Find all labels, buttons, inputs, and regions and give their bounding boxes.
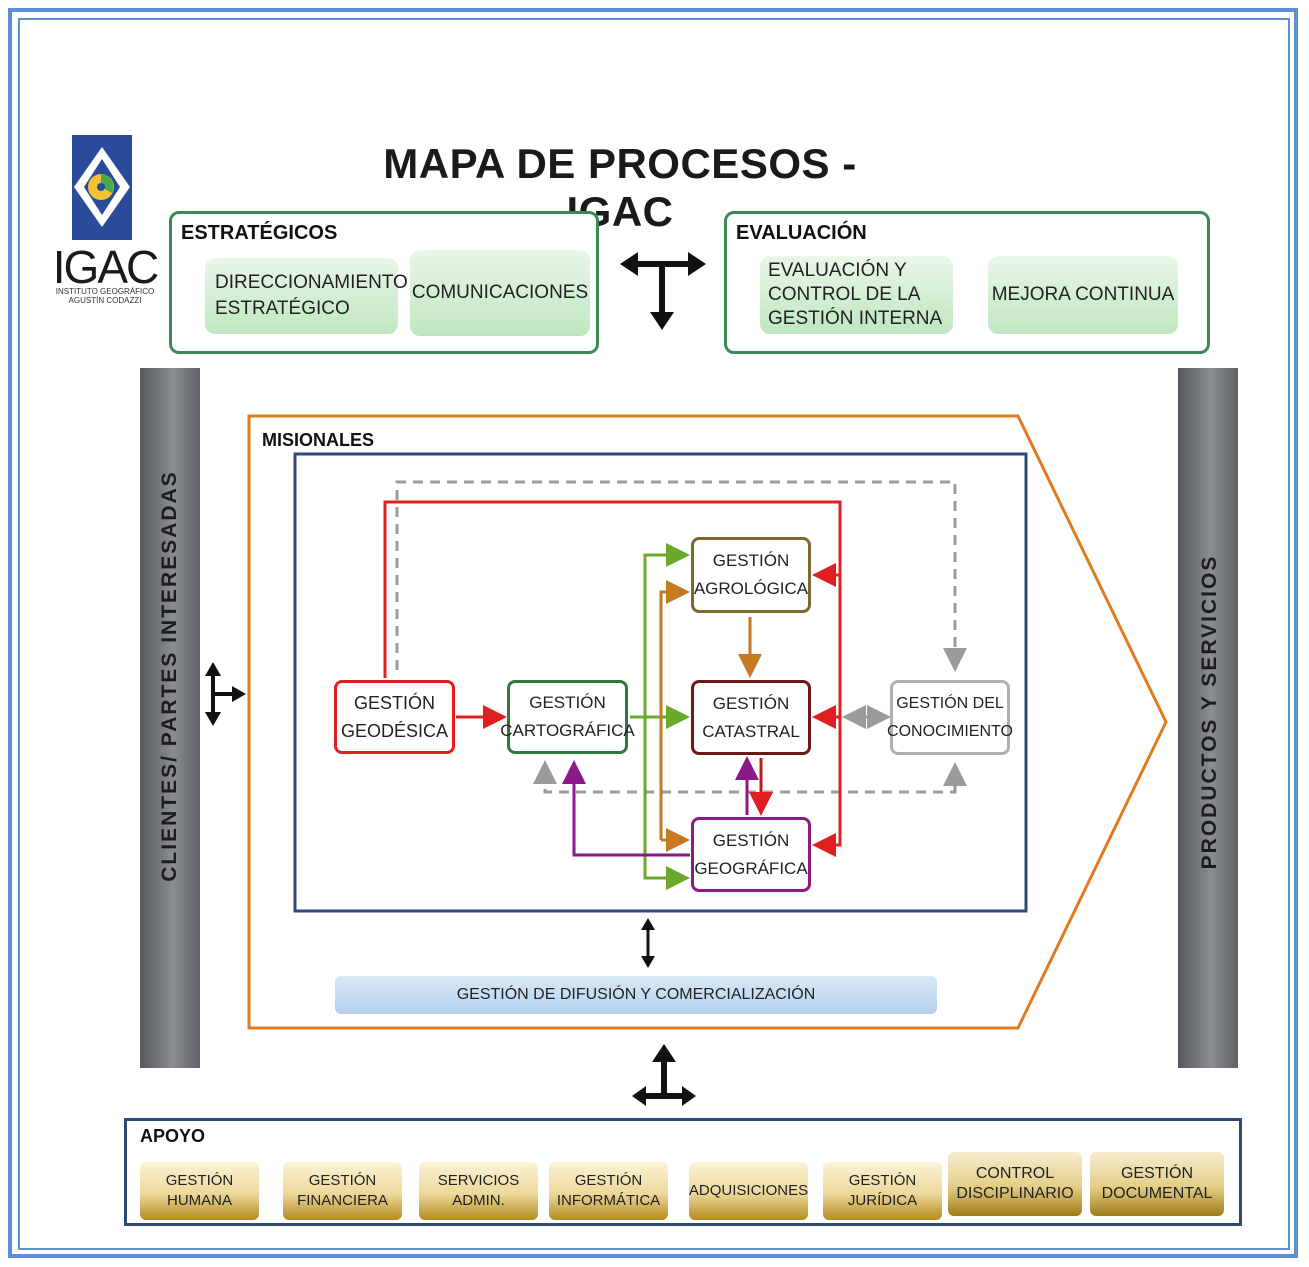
productos-label: PRODUCTOS Y SERVICIOS	[1198, 554, 1221, 870]
logo-name: IGAC	[52, 241, 159, 293]
outer-frame	[8, 8, 1298, 1258]
estrategicos-label: ESTRATÉGICOS	[181, 222, 338, 244]
mejora-continua[interactable]: MEJORA CONTINUA	[988, 256, 1178, 334]
misionales-label: MISIONALES	[262, 430, 375, 450]
logo-subtitle: INSTITUTO GEOGRÁFICO AGUSTÍN CODAZZI	[55, 287, 155, 305]
inner-frame	[18, 18, 1290, 1250]
comunicaciones[interactable]: COMUNICACIONES	[410, 250, 590, 336]
gestion-difusion-comercializacion[interactable]: GESTIÓN DE DIFUSIÓN Y COMERCIALIZACIÓN	[335, 976, 937, 1014]
productos-bar	[1178, 368, 1238, 1068]
evaluacion-label: EVALUACIÓN	[736, 222, 867, 244]
clientes-bar	[140, 368, 200, 1068]
apoyo-adquisiciones[interactable]: ADQUISICIONES	[689, 1162, 808, 1220]
clientes-label: CLIENTES/ PARTES INTERESADAS	[158, 470, 181, 882]
apoyo-label: APOYO	[140, 1126, 206, 1146]
igac-logo-icon	[72, 135, 132, 240]
